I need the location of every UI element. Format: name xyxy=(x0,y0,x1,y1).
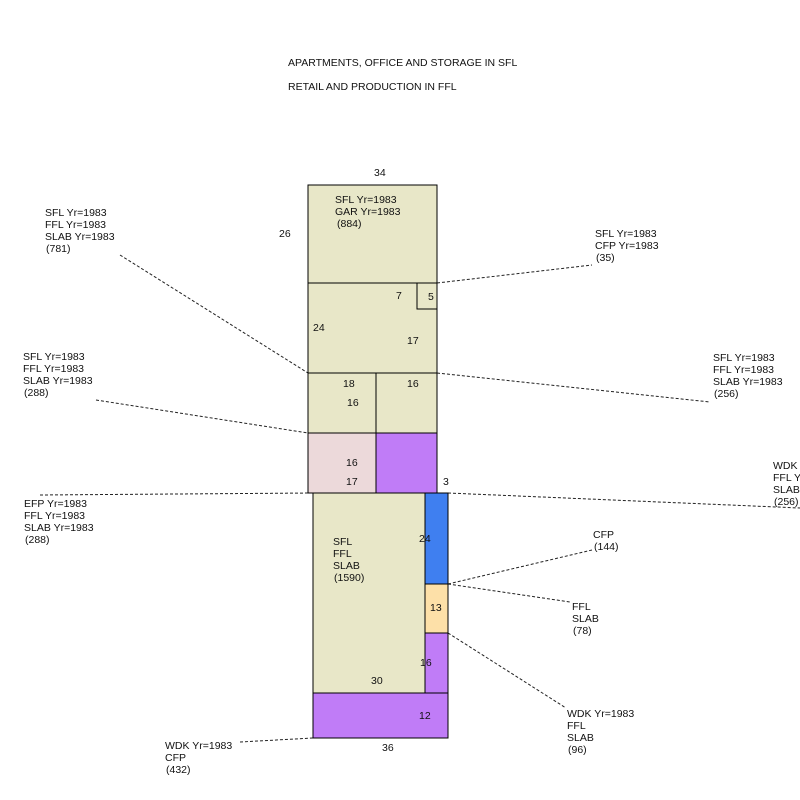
svg-text:(288): (288) xyxy=(25,534,50,546)
svg-text:SLAB Yr=1983: SLAB Yr=1983 xyxy=(23,375,93,387)
leader-ffl-slab xyxy=(447,583,571,603)
area-wood-deck-upper xyxy=(375,432,438,494)
dim-mid-right: 17 xyxy=(407,335,419,347)
leader-upper-right xyxy=(436,264,593,284)
header-line-2: RETAIL AND PRODUCTION IN FFL xyxy=(288,81,457,93)
area-row3-left xyxy=(307,372,377,434)
dim-row4-a: 16 xyxy=(346,457,358,469)
svg-text:(781): (781) xyxy=(46,243,71,255)
dim-top-height: 26 xyxy=(279,228,291,240)
svg-text:GAR Yr=1983: GAR Yr=1983 xyxy=(335,206,401,218)
svg-text:(96): (96) xyxy=(568,744,587,756)
svg-text:FFL Yr=1983: FFL Yr=1983 xyxy=(773,472,800,484)
svg-text:CFP: CFP xyxy=(165,752,186,764)
dim-main-30: 30 xyxy=(371,675,383,687)
callout-ffl-slab: FFL SLAB (78) xyxy=(572,601,599,637)
svg-text:FFL: FFL xyxy=(333,548,352,560)
svg-text:(78): (78) xyxy=(573,625,592,637)
dim-row3-b: 16 xyxy=(407,378,419,390)
svg-text:EFP Yr=1983: EFP Yr=1983 xyxy=(24,498,87,510)
leader-wdk-right xyxy=(447,492,800,509)
callout-cfp: CFP (144) xyxy=(593,529,619,553)
svg-text:FFL: FFL xyxy=(567,720,586,732)
svg-text:CFP: CFP xyxy=(593,529,614,541)
dim-mid-left: 24 xyxy=(313,322,325,334)
dim-notch-w: 7 xyxy=(396,290,402,302)
area-notch xyxy=(416,282,438,310)
svg-text:WDK Yr=1983: WDK Yr=1983 xyxy=(567,708,634,720)
callout-mid-right: SFL Yr=1983 FFL Yr=1983 SLAB Yr=1983 (25… xyxy=(713,352,783,400)
callout-wdk-low: WDK Yr=1983 FFL SLAB (96) xyxy=(567,708,634,756)
leader-wdk-bottom xyxy=(239,737,314,743)
callout-efp-left: EFP Yr=1983 FFL Yr=1983 SLAB Yr=1983 (28… xyxy=(24,498,94,546)
svg-text:SFL Yr=1983: SFL Yr=1983 xyxy=(23,351,85,363)
area-upper xyxy=(307,282,438,374)
svg-text:(1590): (1590) xyxy=(334,572,364,584)
svg-text:SFL: SFL xyxy=(333,536,352,548)
svg-text:FFL Yr=1983: FFL Yr=1983 xyxy=(24,510,85,522)
dim-bottom-width: 36 xyxy=(382,742,394,754)
svg-text:SFL Yr=1983: SFL Yr=1983 xyxy=(713,352,775,364)
leader-mid-right xyxy=(436,372,711,403)
area-main xyxy=(312,492,426,694)
dim-bottom-12: 12 xyxy=(419,710,431,722)
svg-text:SLAB Yr=1983: SLAB Yr=1983 xyxy=(24,522,94,534)
area-row3-right xyxy=(375,372,438,434)
svg-text:SLAB: SLAB xyxy=(567,732,594,744)
svg-text:WDK Yr=1983: WDK Yr=1983 xyxy=(165,740,232,752)
area-enclosed-porch xyxy=(307,432,377,494)
dim-blue-24: 24 xyxy=(419,533,431,545)
svg-text:SLAB Yr=1983: SLAB Yr=1983 xyxy=(45,231,115,243)
svg-text:(432): (432) xyxy=(166,764,191,776)
dim-purple-16: 16 xyxy=(420,657,432,669)
svg-text:(256): (256) xyxy=(774,496,799,508)
leader-mid-left xyxy=(95,399,309,434)
areas xyxy=(307,184,449,739)
svg-text:SLAB: SLAB xyxy=(333,560,360,572)
callout-wdk-bottom: WDK Yr=1983 CFP (432) xyxy=(165,740,232,776)
header-line-1: APARTMENTS, OFFICE AND STORAGE IN SFL xyxy=(288,57,517,69)
leader-wdk-low xyxy=(447,632,567,709)
svg-text:WDK Yr=1983: WDK Yr=1983 xyxy=(773,460,800,472)
dim-top-width: 34 xyxy=(374,167,386,179)
area-garage xyxy=(307,184,438,284)
dim-row3-a: 18 xyxy=(343,378,355,390)
leader-upper-left xyxy=(119,254,309,374)
svg-text:(144): (144) xyxy=(594,541,619,553)
leader-efp-left xyxy=(39,492,314,496)
svg-text:(288): (288) xyxy=(24,387,49,399)
svg-text:CFP Yr=1983: CFP Yr=1983 xyxy=(595,240,659,252)
svg-text:FFL Yr=1983: FFL Yr=1983 xyxy=(45,219,106,231)
svg-text:(256): (256) xyxy=(714,388,739,400)
svg-text:SFL Yr=1983: SFL Yr=1983 xyxy=(45,207,107,219)
area-wood-deck-bottom xyxy=(312,692,449,739)
svg-text:SLAB: SLAB xyxy=(572,613,599,625)
svg-text:(35): (35) xyxy=(596,252,615,264)
svg-text:(884): (884) xyxy=(337,218,362,230)
dimension-labels: 34 26 7 5 24 17 18 16 16 16 17 3 24 13 1… xyxy=(279,167,449,754)
callout-upper-left: SFL Yr=1983 FFL Yr=1983 SLAB Yr=1983 (78… xyxy=(45,207,115,255)
dim-tan-13: 13 xyxy=(430,602,442,614)
svg-text:FFL: FFL xyxy=(572,601,591,613)
area-label-main: SFL FFL SLAB (1590) xyxy=(333,536,364,584)
leader-cfp xyxy=(447,549,593,585)
svg-text:SLAB Yr=1983: SLAB Yr=1983 xyxy=(713,376,783,388)
callout-wdk-right: WDK Yr=1983 FFL Yr=1983 SLAB Yr=1983 (25… xyxy=(773,460,800,508)
leader-lines xyxy=(39,254,800,743)
dim-row3-c: 16 xyxy=(347,397,359,409)
svg-text:SFL Yr=1983: SFL Yr=1983 xyxy=(595,228,657,240)
callout-mid-left: SFL Yr=1983 FFL Yr=1983 SLAB Yr=1983 (28… xyxy=(23,351,93,399)
svg-text:FFL Yr=1983: FFL Yr=1983 xyxy=(713,364,774,376)
svg-text:SFL Yr=1983: SFL Yr=1983 xyxy=(335,194,397,206)
area-label-garage: SFL Yr=1983 GAR Yr=1983 (884) xyxy=(335,194,401,230)
callout-upper-right: SFL Yr=1983 CFP Yr=1983 (35) xyxy=(595,228,659,264)
svg-text:SLAB Yr=1983: SLAB Yr=1983 xyxy=(773,484,800,496)
svg-text:FFL Yr=1983: FFL Yr=1983 xyxy=(23,363,84,375)
dim-row4-b: 17 xyxy=(346,476,358,488)
dim-side-3: 3 xyxy=(443,476,449,488)
dim-notch-h: 5 xyxy=(428,291,434,303)
